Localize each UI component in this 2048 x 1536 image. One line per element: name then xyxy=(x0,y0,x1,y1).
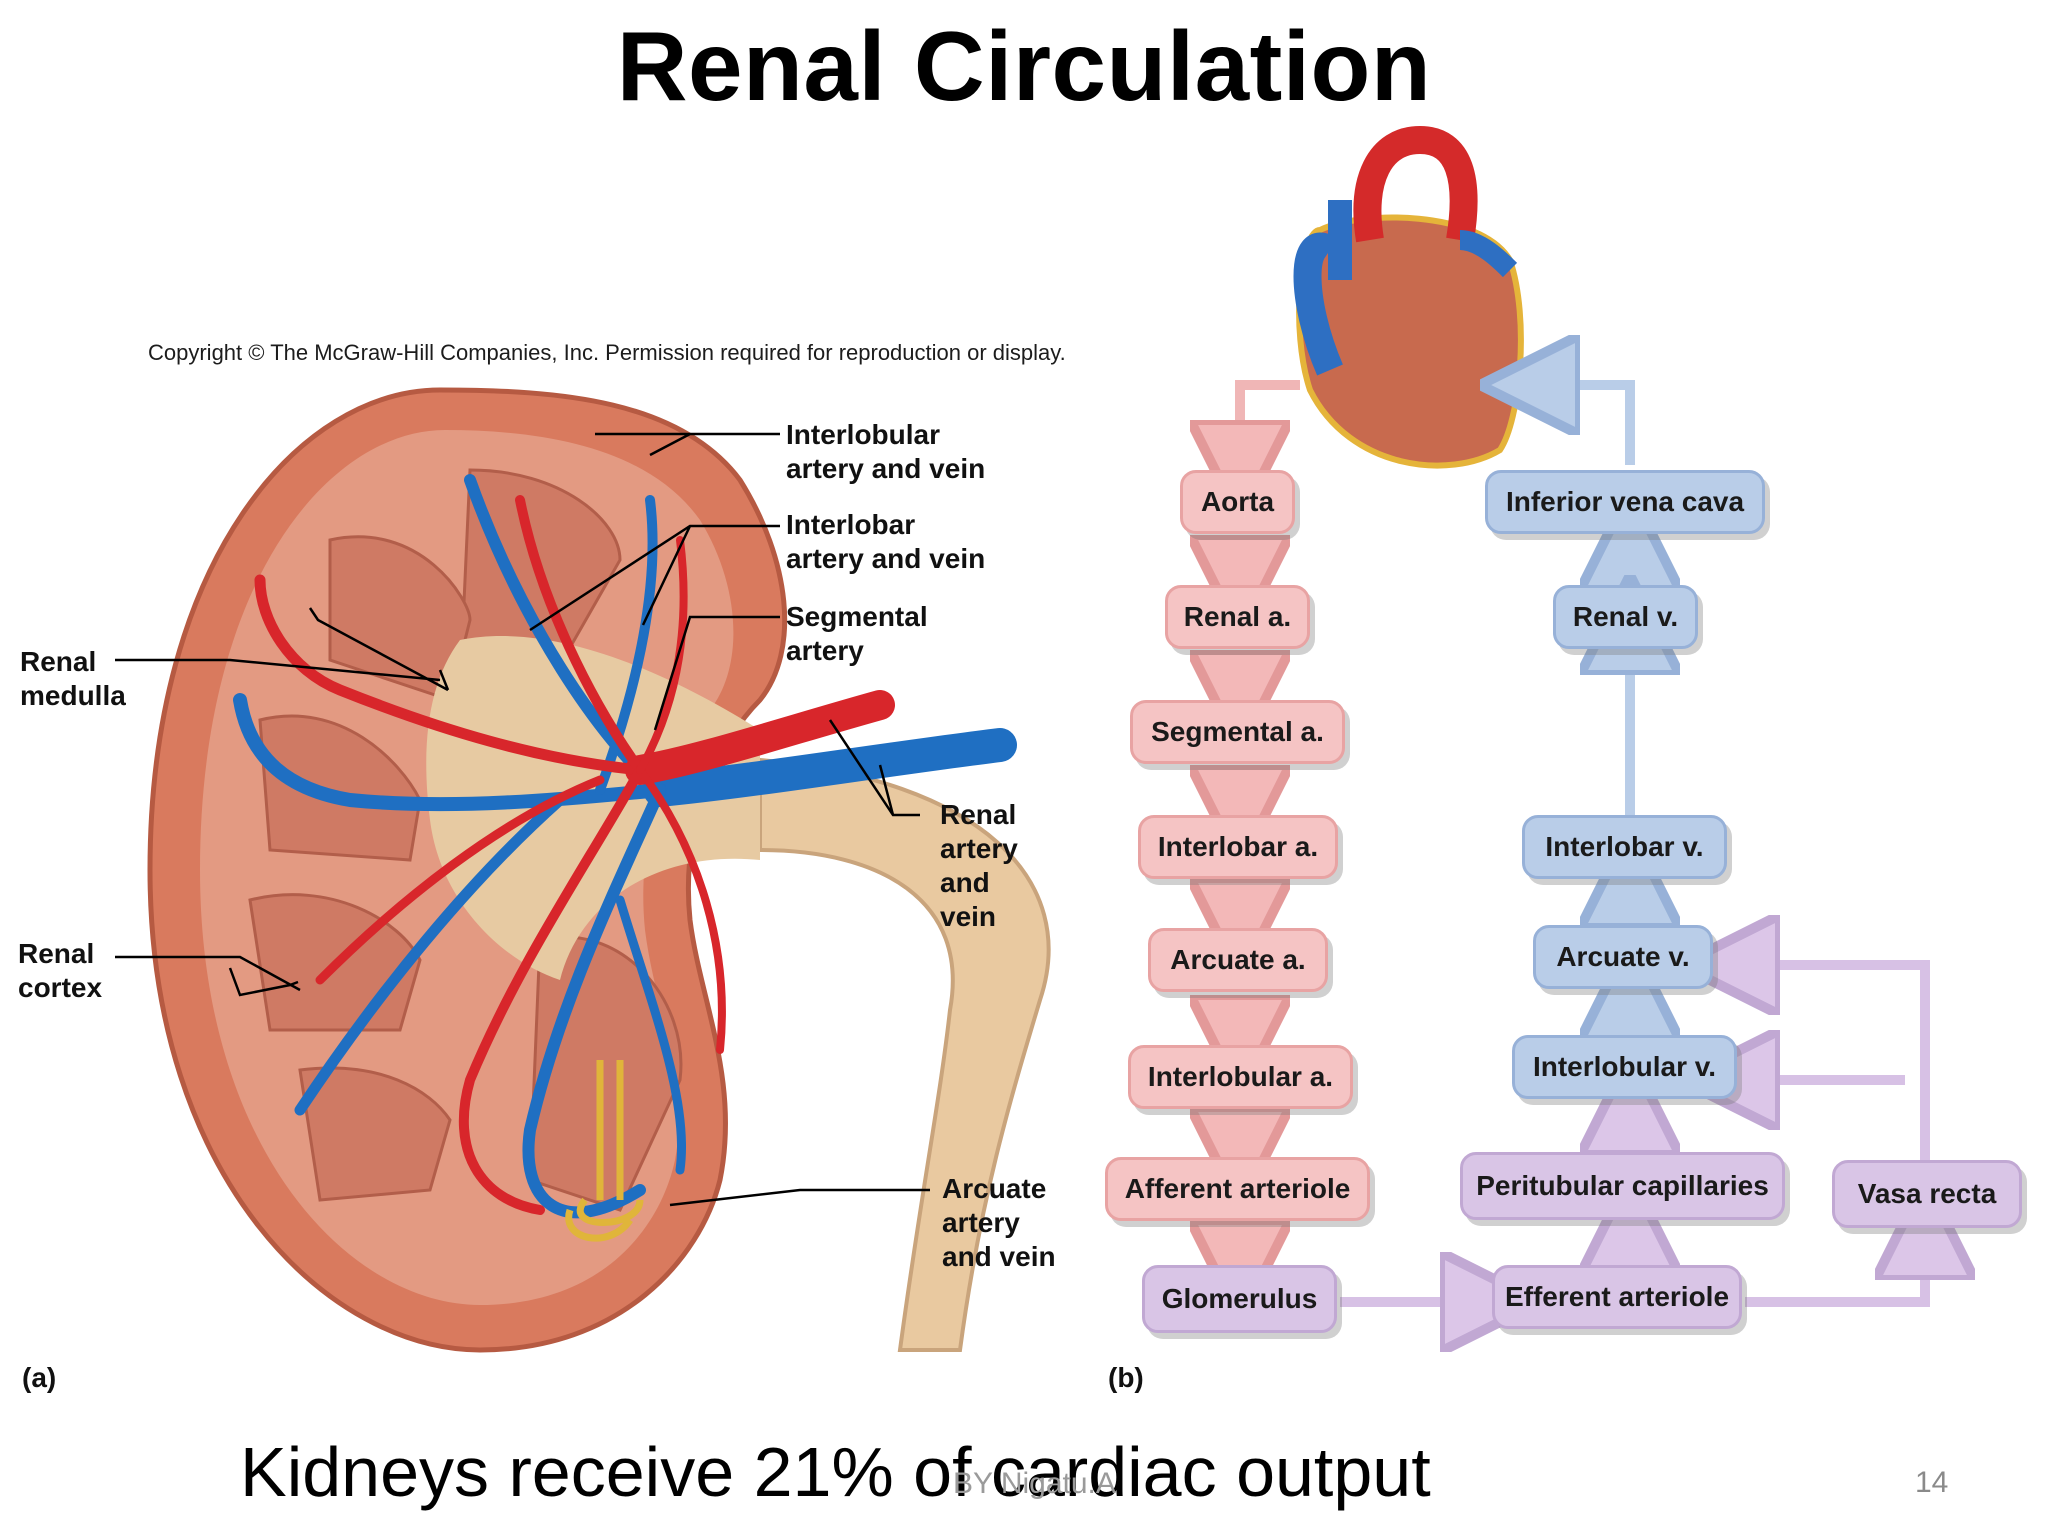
box-arcuate-artery: Arcuate a. xyxy=(1148,928,1328,992)
nephron-detail xyxy=(565,1060,644,1242)
copyright-notice: Copyright © The McGraw-Hill Companies, I… xyxy=(148,340,1066,365)
label-renal-artery-vein: Renal artery and vein xyxy=(940,799,1018,932)
author-credit: BY Nigatu.A xyxy=(953,1467,1116,1500)
box-interlobar-artery: Interlobar a. xyxy=(1138,815,1338,879)
box-vasa-recta: Vasa recta xyxy=(1832,1160,2022,1228)
box-renal-artery: Renal a. xyxy=(1165,585,1310,649)
box-efferent-arteriole: Efferent arteriole xyxy=(1492,1265,1742,1329)
label-segmental: Segmental artery xyxy=(786,601,928,666)
page-title: Renal Circulation xyxy=(616,11,1432,121)
box-afferent-arteriole: Afferent arteriole xyxy=(1105,1157,1370,1221)
label-interlobar: Interlobar artery and vein xyxy=(786,509,986,574)
capillary-arrows xyxy=(1340,965,1925,1302)
panel-b-label: (b) xyxy=(1108,1362,1144,1393)
label-interlobular: Interlobular artery and vein xyxy=(786,419,986,484)
box-interlobular-artery: Interlobular a. xyxy=(1128,1045,1353,1109)
renal-arteries xyxy=(254,495,895,1215)
label-renal-medulla: Renal medulla xyxy=(20,646,126,711)
renal-veins xyxy=(233,474,1017,1219)
ureter-shape xyxy=(758,757,1051,1352)
heart-icon xyxy=(1293,125,1524,469)
label-arcuate: Arcuate artery and vein xyxy=(942,1173,1056,1272)
box-segmental-artery: Segmental a. xyxy=(1130,700,1345,764)
box-peritubular-capillaries: Peritubular capillaries xyxy=(1460,1152,1785,1220)
box-renal-vein: Renal v. xyxy=(1553,585,1698,649)
box-interlobular-vein: Interlobular v. xyxy=(1512,1035,1737,1099)
slide-caption: Kidneys receive 21% of cardiac output xyxy=(240,1433,1431,1511)
arterial-arrows xyxy=(1240,380,1300,1270)
box-glomerulus: Glomerulus xyxy=(1142,1265,1337,1333)
panel-a-label: (a) xyxy=(22,1362,57,1393)
box-inferior-vena-cava: Inferior vena cava xyxy=(1485,470,1765,534)
leader-lines xyxy=(115,432,930,1207)
venous-arrows xyxy=(1530,385,1630,1035)
box-arcuate-vein: Arcuate v. xyxy=(1533,925,1713,989)
renal-sinus xyxy=(426,636,760,980)
label-renal-cortex: Renal cortex xyxy=(18,938,103,1003)
box-interlobar-vein: Interlobar v. xyxy=(1522,815,1727,879)
page-number: 14 xyxy=(1915,1466,1949,1499)
box-aorta: Aorta xyxy=(1180,470,1295,534)
